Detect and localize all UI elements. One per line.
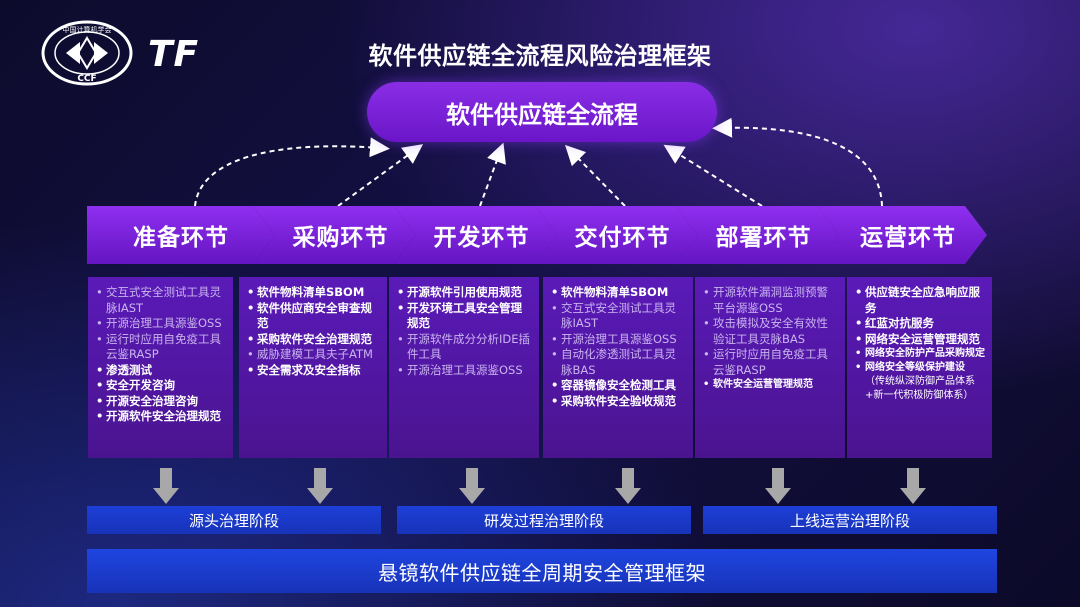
item-list: 软件物料清单SBOM交互式安全测试工具灵脉IAST开源治理工具源鉴OSS自动化渗… [551,285,687,409]
list-item: 开源治理工具源鉴OSS [397,363,533,379]
stage-operations: 运营环节 [817,206,987,264]
stage-label: 运营环节 [860,225,956,251]
list-item: 网络安全防护产品采购规定 [855,347,986,361]
list-item: 采购软件安全验收规范 [551,394,687,410]
box-deployment: 开源软件漏洞监测预警平台源鉴OSS攻击模拟及安全有效性验证工具灵脉BAS运行时应… [695,277,845,458]
stage-prepare: 准备环节 [87,206,275,264]
box-prepare: 交互式安全测试工具灵脉IAST开源治理工具源鉴OSS运行时应用自免疫工具云鉴RA… [88,277,233,458]
down-arrow-icon [615,468,641,504]
tf-logo: TF [148,34,200,75]
stage-label: 开发环节 [433,225,530,251]
page-title: 软件供应链全流程风险治理框架 [368,42,712,70]
box-development: 开源软件引用使用规范开发环境工具安全管理规范开源软件成分分析IDE插件工具开源治… [389,277,539,458]
list-item: 开发环境工具安全管理规范 [397,301,533,332]
list-item: 采购软件安全治理规范 [247,332,381,348]
list-item: 攻击模拟及安全有效性验证工具灵脉BAS [703,316,839,347]
dashed-arrow-right [712,117,883,207]
list-item: 安全开发咨询 [96,378,227,394]
stage-label: 交付环节 [574,225,671,251]
stage-label: 部署环节 [715,225,812,251]
list-item: 软件供应商安全审查规范 [247,301,381,332]
list-item: 软件安全运营管理规范 [703,378,839,392]
list-item: 开源软件安全治理规范 [96,409,227,425]
box-delivery: 软件物料清单SBOM交互式安全测试工具灵脉IAST开源治理工具源鉴OSS自动化渗… [543,277,693,458]
stage-label: 采购环节 [292,225,389,251]
item-list: 开源软件漏洞监测预警平台源鉴OSS攻击模拟及安全有效性验证工具灵脉BAS运行时应… [703,285,839,392]
list-item: 开源治理工具源鉴OSS [96,316,227,332]
list-item: 交互式安全测试工具灵脉IAST [96,285,227,316]
stage-label: 准备环节 [133,225,229,251]
ccf-logo: 中国计算机学会 CCF [41,20,133,86]
down-arrow-icon [765,468,791,504]
stage-delivery: 交付环节 [535,206,698,264]
list-item: 运行时应用自免疫工具云鉴RASP [96,332,227,363]
list-item: 供应链安全应急响应服务 [855,285,986,316]
list-item: 网络安全等级保护建设 [855,361,986,375]
list-item: 开源软件成分分析IDE插件工具 [397,332,533,363]
list-item: 开源软件漏洞监测预警平台源鉴OSS [703,285,839,316]
list-item: 开源软件引用使用规范 [397,285,533,301]
list-item: 软件物料清单SBOM [247,285,381,301]
list-item: 软件物料清单SBOM [551,285,687,301]
list-item: 自动化渗透测试工具灵脉BAS [551,347,687,378]
box-procurement: 软件物料清单SBOM软件供应商安全审查规范采购软件安全治理规范威胁建模工具夫子A… [239,277,387,458]
ccf-bottom-text: CCF [77,74,96,84]
list-item: 威胁建模工具夫子ATM [247,347,381,363]
phase-development: 研发过程治理阶段 [397,506,691,534]
item-list: 供应链安全应急响应服务红蓝对抗服务网络安全运营管理规范网络安全防护产品采购规定网… [855,285,986,403]
list-item: 容器镜像安全检测工具 [551,378,687,394]
item-list: 软件物料清单SBOM软件供应商安全审查规范采购软件安全治理规范威胁建模工具夫子A… [247,285,381,378]
box-operations: 供应链安全应急响应服务红蓝对抗服务网络安全运营管理规范网络安全防护产品采购规定网… [847,277,992,458]
stage-procurement: 采购环节 [253,206,416,264]
list-item: 运行时应用自免疫工具云鉴RASP [703,347,839,378]
phase-source: 源头治理阶段 [87,506,381,534]
down-arrow-icon [900,468,926,504]
list-item: 开源安全治理咨询 [96,394,227,410]
ccf-top-text: 中国计算机学会 [63,25,112,34]
stage-deployment: 部署环节 [676,206,839,264]
list-item: （传统纵深防御产品体系+新一代积极防御体系） [865,376,975,401]
supply-chain-pill: 软件供应链全流程 [367,82,717,142]
list-item: 渗透测试 [96,363,227,379]
list-item: 安全需求及安全指标 [247,363,381,379]
framework-bar: 悬镜软件供应链全周期安全管理框架 [87,549,997,593]
dashed-arrow-right-inner [663,144,763,207]
stage-development: 开发环节 [394,206,557,264]
down-arrow-icon [153,468,179,504]
dashed-arrow-mid-right [564,144,626,207]
down-arrow-icon [307,468,333,504]
list-item: 开源治理工具源鉴OSS [551,332,687,348]
list-item: 网络安全运营管理规范 [855,332,986,348]
list-item: 交互式安全测试工具灵脉IAST [551,301,687,332]
dashed-arrow-mid-left [479,142,506,207]
item-list: 开源软件引用使用规范开发环境工具安全管理规范开源软件成分分析IDE插件工具开源治… [397,285,533,378]
list-item: 红蓝对抗服务 [855,316,986,332]
item-list: 交互式安全测试工具灵脉IAST开源治理工具源鉴OSS运行时应用自免疫工具云鉴RA… [96,285,227,425]
dashed-arrow-left [194,137,390,207]
phase-operations: 上线运营治理阶段 [703,506,997,534]
dashed-arrow-left-inner [337,144,424,207]
down-arrow-icon [459,468,485,504]
